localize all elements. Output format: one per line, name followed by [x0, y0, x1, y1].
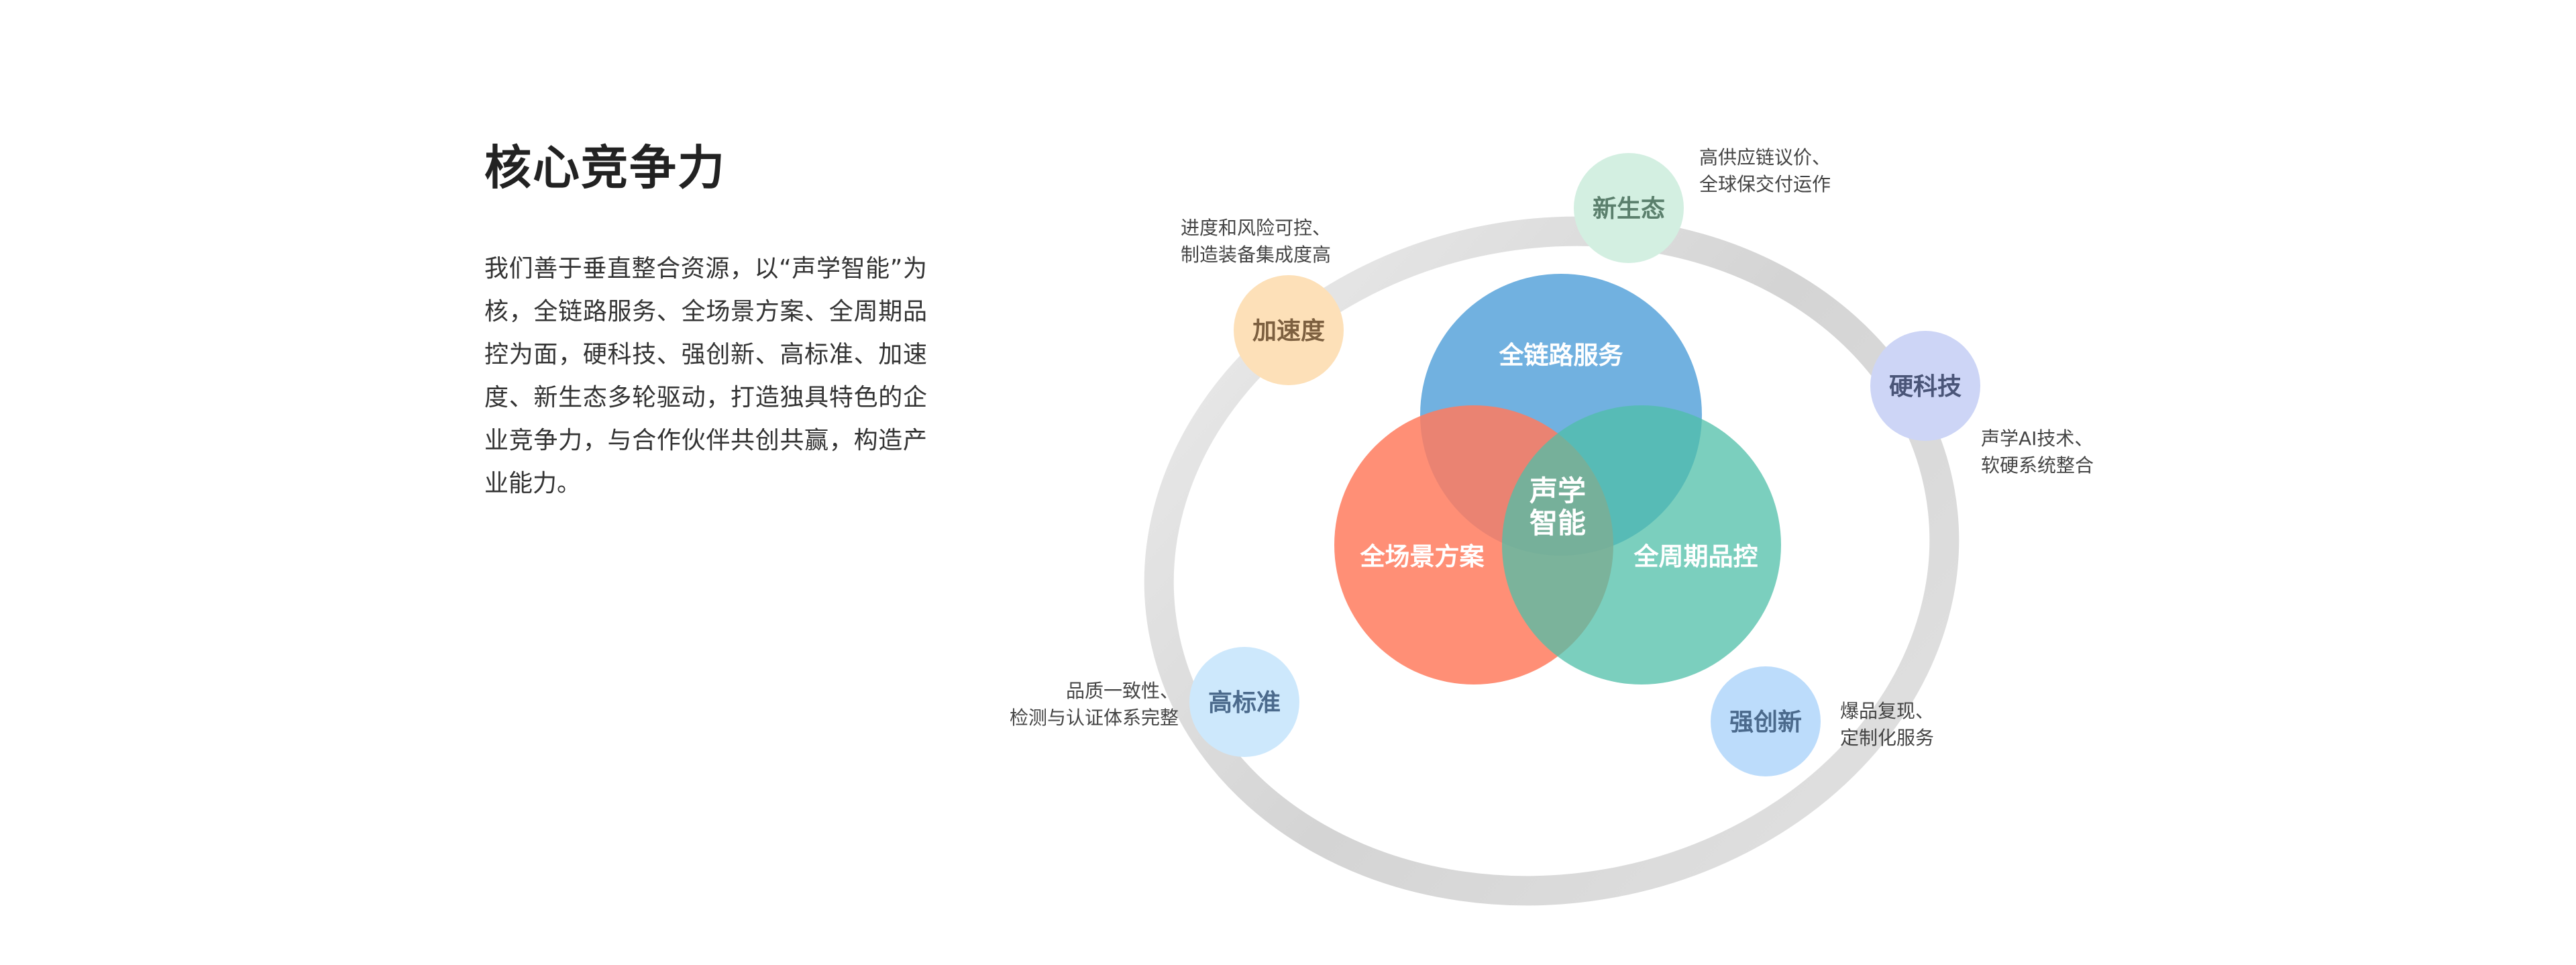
driver-node-hard-tech: 硬科技: [1870, 331, 1980, 441]
driver-node-acceleration: 加速度: [1234, 275, 1344, 385]
note-high-standard-line2: 检测与认证体系完整: [1009, 707, 1179, 729]
driver-label-acceleration: 加速度: [1252, 317, 1325, 345]
note-hard-tech-line1: 声学AI技术、: [1981, 427, 2094, 450]
circle-full-cycle-quality: [1502, 405, 1781, 684]
intro-section: 核心竞争力 我们善于垂直整合资源，以“声学智能”为核，全链路服务、全场景方案、全…: [484, 142, 927, 505]
note-hard-tech-line2: 软硬系统整合: [1981, 454, 2094, 476]
note-new-ecosystem-line2: 全球保交付运作: [1699, 173, 1831, 195]
note-acceleration-line2: 制造装备集成度高: [1181, 244, 1332, 266]
driver-label-new-ecosystem: 新生态: [1593, 195, 1665, 223]
note-strong-innovation: 爆品复现、 定制化服务: [1840, 698, 1934, 752]
driver-node-high-standard: 高标准: [1189, 647, 1299, 757]
circle-label-full-link-service: 全链路服务: [1499, 341, 1623, 370]
circle-label-full-scenario-solution: 全场景方案: [1360, 542, 1485, 571]
driver-node-strong-innovation: 强创新: [1711, 666, 1821, 776]
note-hard-tech: 声学AI技术、 软硬系统整合: [1981, 425, 2094, 479]
note-new-ecosystem-line1: 高供应链议价、: [1699, 146, 1831, 168]
driver-label-strong-innovation: 强创新: [1729, 709, 1802, 736]
note-strong-innovation-line2: 定制化服务: [1840, 727, 1935, 749]
note-high-standard-line1: 品质一致性、: [1065, 680, 1179, 702]
driver-label-hard-tech: 硬科技: [1889, 373, 1962, 401]
circle-label-full-cycle-quality: 全周期品控: [1633, 542, 1758, 571]
note-new-ecosystem: 高供应链议价、 全球保交付运作: [1699, 144, 1831, 198]
orbit-ring: [1144, 216, 1960, 906]
driver-node-new-ecosystem: 新生态: [1574, 153, 1684, 263]
core-label-line2: 智能: [1529, 507, 1586, 540]
core-label-line1: 声学: [1529, 474, 1586, 507]
note-strong-innovation-line1: 爆品复现、: [1840, 700, 1935, 722]
note-acceleration: 进度和风险可控、 制造装备集成度高: [1181, 215, 1331, 268]
driver-label-high-standard: 高标准: [1208, 689, 1281, 717]
page-title: 核心竞争力: [484, 140, 726, 195]
intro-paragraph: 我们善于垂直整合资源，以“声学智能”为核，全链路服务、全场景方案、全周期品控为面…: [484, 255, 927, 497]
note-acceleration-line1: 进度和风险可控、: [1181, 217, 1332, 239]
note-high-standard: 品质一致性、 检测与认证体系完整: [1010, 678, 1179, 731]
